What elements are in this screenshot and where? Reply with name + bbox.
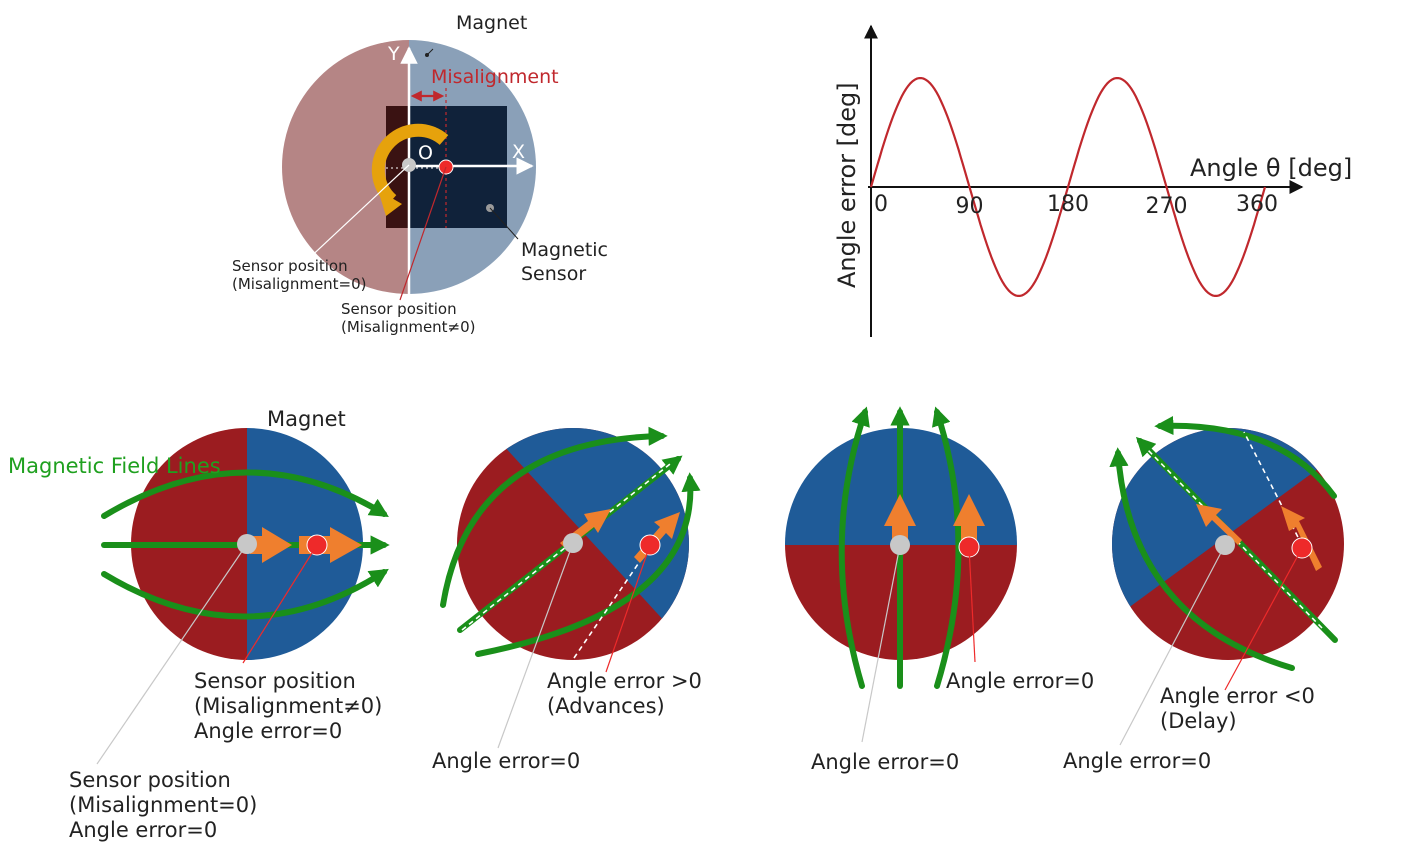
pos-zero-line2: (Misalignment=0) — [232, 275, 367, 293]
panel1-magnet-label: Magnet — [267, 407, 346, 431]
pos-nonzero-line1: Sensor position — [341, 300, 457, 318]
panel4-red-l2: (Delay) — [1160, 709, 1237, 733]
top-magnet-diagram: Magnet Y X O Misalignment Magnetic Senso… — [232, 12, 608, 336]
chart-x-label: Angle θ [deg] — [1190, 154, 1352, 182]
pos-zero-line1: Sensor position — [232, 257, 348, 275]
x-tick-label: 180 — [1047, 192, 1089, 217]
panel1-nonzero-l3: Angle error=0 — [194, 719, 342, 743]
x-tick-label: 270 — [1146, 194, 1188, 219]
pos-nonzero-line2: (Misalignment≠0) — [341, 318, 476, 336]
panel-2: Angle error >0 (Advances) Angle error=0 — [432, 426, 702, 773]
panel4-red-l1: Angle error <0 — [1160, 684, 1315, 708]
angle-error-curve — [869, 77, 1267, 297]
panel1-zero-l2: (Misalignment=0) — [69, 793, 257, 817]
panel2-gray-label: Angle error=0 — [432, 749, 580, 773]
rotation-arrow — [371, 123, 449, 205]
panel1-nonzero-l1: Sensor position — [194, 669, 356, 693]
x-tick-label: 0 — [874, 192, 888, 217]
field-lines-label: Magnetic Field Lines — [8, 454, 221, 478]
panel1-zero-l1: Sensor position — [69, 768, 231, 792]
panel3-gray-label: Angle error=0 — [811, 750, 959, 774]
panel1-zero-l3: Angle error=0 — [69, 818, 217, 842]
sensor-label-line1: Magnetic — [521, 239, 608, 261]
magnet-label: Magnet — [456, 12, 527, 34]
x-tick-label: 90 — [956, 194, 984, 219]
panel1-nonzero-l2: (Misalignment≠0) — [194, 694, 382, 718]
panel-4: Angle error <0 (Delay) Angle error=0 — [1063, 415, 1344, 773]
origin-label: O — [418, 142, 433, 164]
panel2-red-l1: Angle error >0 — [547, 669, 702, 693]
panel4-gray-label: Angle error=0 — [1063, 749, 1211, 773]
panel3-red-label: Angle error=0 — [946, 669, 1094, 693]
chart-y-label: Angle error [deg] — [833, 82, 861, 288]
panel-1: Magnet Magnetic Field Lines Sensor posit… — [8, 407, 390, 842]
y-axis-label: Y — [387, 43, 400, 65]
x-axis-label: X — [512, 141, 525, 163]
x-tick-label: 360 — [1236, 192, 1278, 217]
panel-3: Angle error=0 Angle error=0 — [785, 406, 1094, 774]
panel2-red-l2: (Advances) — [547, 694, 665, 718]
sensor-label-line2: Sensor — [521, 263, 586, 285]
angle-error-chart: 0 90 180 270 360 Angle θ [deg] Angle error [… — [833, 24, 1352, 337]
misalignment-label: Misalignment — [431, 66, 559, 88]
panel3-field-arrows — [884, 494, 985, 541]
